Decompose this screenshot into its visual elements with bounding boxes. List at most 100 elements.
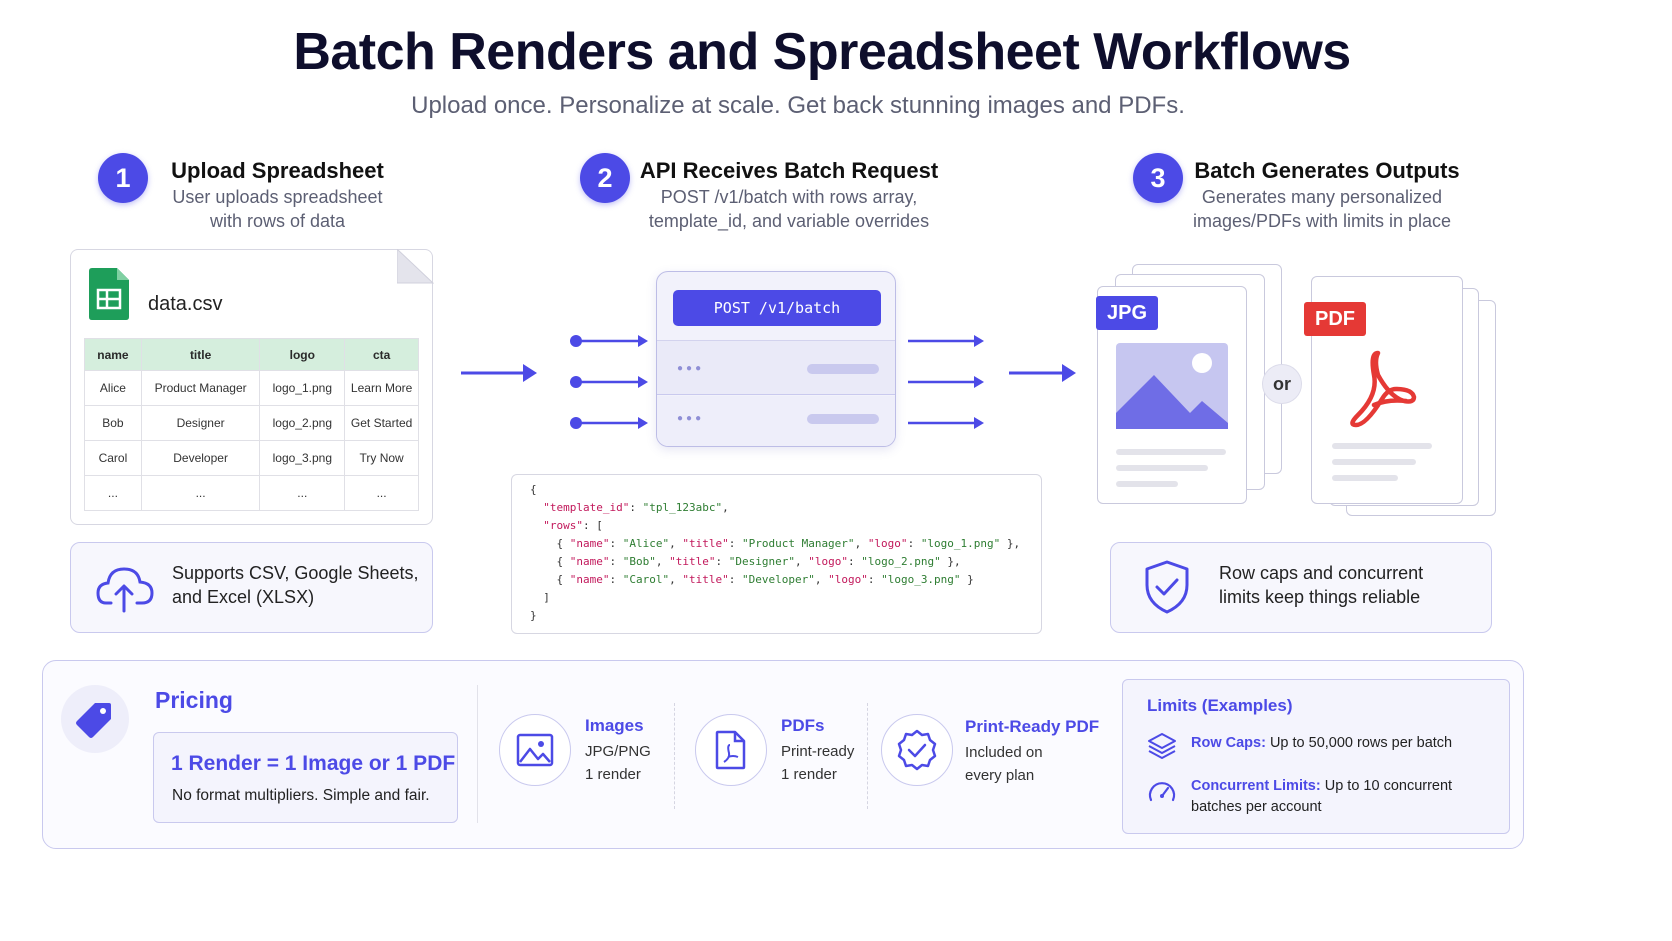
pdf-badge: PDF (1304, 302, 1366, 336)
step-3-desc-line2: images/PDFs with limits in place (1192, 211, 1452, 231)
concurrent-text-2: batches per account (1191, 799, 1322, 815)
divider (674, 703, 675, 809)
post-batch-endpoint: POST /v1/batch (673, 290, 881, 326)
step-2-badge: 2 (580, 153, 630, 203)
divider (867, 703, 868, 809)
table-cell: Try Now (344, 440, 419, 476)
table-cell: ... (140, 475, 261, 511)
table-cell: logo_2.png (259, 405, 346, 441)
pricing-item-line1: Print-ready (781, 743, 855, 760)
text-line-placeholder (1332, 443, 1432, 449)
pricing-item-title: Images (585, 716, 644, 735)
step-1-title: Upload Spreadsheet (171, 158, 384, 183)
pdfs-icon-wrap (695, 714, 767, 786)
pricing-item-line2: every plan (965, 767, 1035, 784)
table-row: Alice Product Manager logo_1.png Learn M… (84, 370, 419, 406)
json-key: "template_id" (543, 501, 630, 514)
code-line: } (530, 607, 1041, 625)
json-value: "Carol" (622, 573, 670, 586)
dots-icon: ●●● (677, 413, 705, 424)
code-line: "template_id": "tpl_123abc", (543, 501, 729, 514)
spreadsheet-table: name title logo cta Alice Product Manage… (84, 338, 419, 511)
step-3-title: Batch Generates Outputs (1194, 158, 1460, 183)
request-row: ●●● (657, 340, 895, 395)
json-value: "Developer" (741, 573, 815, 586)
table-cell: Learn More (344, 370, 419, 406)
placeholder-bar (807, 364, 879, 374)
limits-note-line2: limits keep things reliable (1219, 587, 1421, 607)
cloud-upload-icon (96, 567, 154, 613)
limits-note-card: Row caps and concurrent limits keep thin… (1110, 542, 1492, 633)
step-2-desc-line1: POST /v1/batch with rows array, (660, 187, 918, 207)
dots-icon: ●●● (677, 363, 705, 374)
column-header: cta (344, 338, 419, 371)
json-value: "Bob" (622, 555, 656, 568)
spreadsheet-file-icon (89, 268, 129, 320)
pricing-item-title: Print-Ready PDF (965, 717, 1100, 736)
code-line: { "name": "Bob", "title": "Designer", "l… (530, 555, 961, 568)
row-caps-label: Row Caps: (1191, 735, 1266, 751)
text-line-placeholder (1116, 465, 1208, 471)
text-line-placeholder (1332, 475, 1398, 481)
json-key: "title" (669, 555, 716, 568)
page-title: Batch Renders and Spreadsheet Workflows (293, 23, 1351, 81)
code-token: ] (543, 591, 550, 604)
acrobat-pdf-icon (1350, 350, 1417, 428)
json-value: "Alice" (622, 537, 670, 550)
json-key: "title" (682, 573, 729, 586)
code-line: { (530, 481, 1041, 499)
table-cell: logo_3.png (259, 440, 346, 476)
images-icon-wrap (499, 714, 571, 786)
table-cell: ... (84, 475, 142, 511)
table-row: Carol Developer logo_3.png Try Now (84, 440, 419, 476)
pricing-heading: Pricing (155, 687, 233, 713)
step-3-badge: 3 (1133, 153, 1183, 203)
limits-note-line1: Row caps and concurrent (1219, 563, 1424, 583)
json-value: "logo_2.png" (861, 555, 941, 568)
formats-note-line1: Supports CSV, Google Sheets, (172, 563, 419, 583)
table-cell: ... (344, 475, 419, 511)
code-line: ] (530, 589, 1041, 607)
json-value: "Product Manager" (741, 537, 855, 550)
jpg-badge: JPG (1096, 296, 1158, 330)
json-key: "logo" (808, 555, 848, 568)
table-cell: Developer (140, 440, 261, 476)
input-arrows (570, 335, 648, 429)
step-2-desc-line2: template_id, and variable overrides (648, 211, 930, 231)
pdf-file-icon (715, 730, 746, 770)
row-caps-text: Up to 50,000 rows per batch (1265, 735, 1453, 751)
badge-check-icon (897, 729, 937, 771)
json-value: "tpl_123abc" (642, 501, 723, 514)
concurrent-label: Concurrent Limits: (1191, 778, 1321, 794)
text-line-placeholder (1116, 449, 1226, 455)
json-key: "name" (569, 573, 610, 586)
image-icon (1116, 343, 1228, 429)
pricing-item-line1: JPG/PNG (585, 743, 651, 760)
flow-arrow-1 (461, 364, 537, 382)
table-row: Bob Designer logo_2.png Get Started (84, 405, 419, 441)
json-value: "Designer" (728, 555, 795, 568)
api-endpoint-card: POST /v1/batch ●●● ●●● (656, 271, 896, 447)
spreadsheet-filename: data.csv (148, 293, 223, 315)
json-value: "logo_1.png" (920, 537, 1001, 550)
code-line: { "name": "Alice", "title": "Product Man… (530, 537, 1021, 550)
code-line: { "name": "Carol", "title": "Developer",… (530, 573, 974, 586)
pricing-formula: 1 Render = 1 Image or 1 PDF (171, 752, 456, 775)
table-cell: Alice (84, 370, 142, 406)
request-row: ●●● (657, 396, 895, 446)
column-header: title (140, 338, 261, 371)
pricing-section: Pricing 1 Render = 1 Image or 1 PDF No f… (42, 660, 1524, 849)
column-header: name (84, 338, 142, 371)
formats-note-line2: and Excel (XLSX) (172, 587, 315, 607)
page-subtitle: Upload once. Personalize at scale. Get b… (411, 92, 1185, 119)
json-value: "logo_3.png" (881, 573, 961, 586)
step-1-desc-line2: with rows of data (209, 211, 346, 231)
json-key: "name" (569, 537, 610, 550)
text-line-placeholder (1116, 481, 1178, 487)
concurrent-limit: Concurrent Limits: Up to 10 concurrent b… (1191, 776, 1452, 818)
code-token: { (530, 483, 537, 496)
json-key: "logo" (828, 573, 868, 586)
pricing-formula-note: No format multipliers. Simple and fair. (172, 787, 430, 804)
concurrent-text: Up to 10 concurrent (1320, 778, 1453, 794)
layers-icon (1148, 733, 1176, 759)
